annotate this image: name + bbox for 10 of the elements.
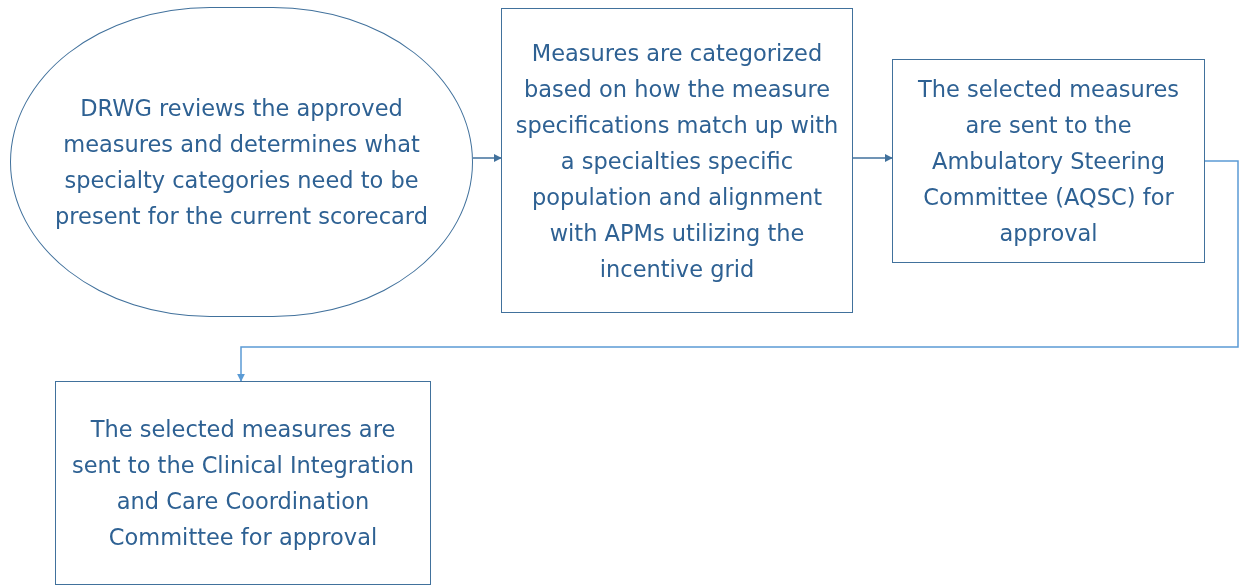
node-text: The selected measures are sent to the Clinical Integration and Care Coordination Committee for approval xyxy=(71,415,415,552)
node-text: Measures are categorized based on how the measure specifications match up with a specialties specific population and alignment with APMs utilizing the incentive grid xyxy=(514,38,840,284)
arrow xyxy=(472,154,502,162)
arrow xyxy=(237,160,1239,382)
node-text: The selected measures are sent to the Ambulatory Steering Committee (AQSC) for approval xyxy=(917,75,1180,248)
process-box xyxy=(501,8,853,313)
process-box xyxy=(892,59,1205,263)
node-text: DRWG reviews the approved measures and determines what specialty categories need to be present for the current scorecard xyxy=(54,94,429,231)
process-box xyxy=(55,381,431,585)
arrow xyxy=(852,154,893,162)
